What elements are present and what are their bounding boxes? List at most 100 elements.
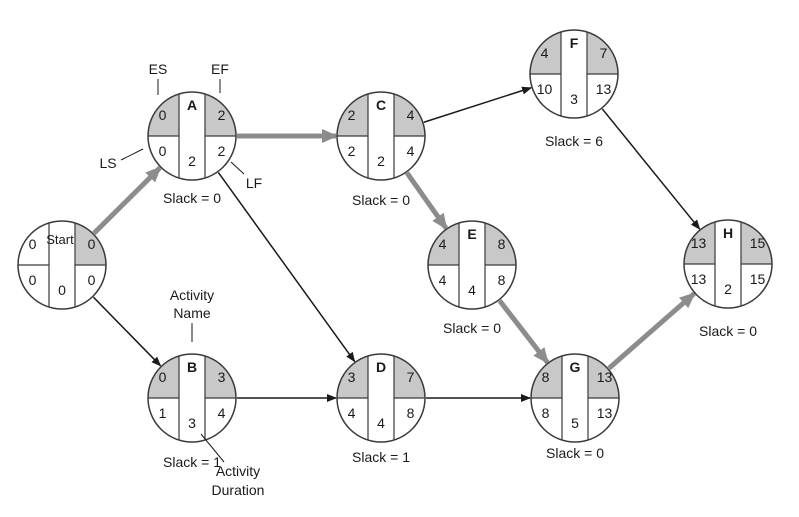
ls-value: 2 <box>348 143 356 159</box>
lf-value: 13 <box>597 405 613 421</box>
activity-name: G <box>570 359 581 375</box>
lf-value: 4 <box>407 143 415 159</box>
lf-value: 2 <box>218 143 226 159</box>
node-outline <box>427 220 517 310</box>
node-dividers <box>684 220 772 308</box>
ef-value: 7 <box>407 369 415 385</box>
ls-value: 4 <box>439 272 447 288</box>
duration-value: 5 <box>571 415 579 431</box>
legend-activity-duration-line <box>200 433 225 463</box>
ef-value: 15 <box>750 235 766 251</box>
lf-value: 8 <box>407 405 415 421</box>
ef-value: 4 <box>407 107 415 123</box>
duration-value: 4 <box>377 415 385 431</box>
ef-value: 0 <box>88 236 96 252</box>
slack-label: Slack = 0 <box>699 323 757 339</box>
legend: ES EF LS LF Activity Name Activity Durat… <box>99 61 264 498</box>
node-outline <box>147 91 237 181</box>
duration-value: 2 <box>377 153 385 169</box>
node-dividers <box>148 354 236 442</box>
es-value: 4 <box>439 236 447 252</box>
legend-activity-name-label-line1: Activity <box>170 287 214 303</box>
es-value: 0 <box>159 369 167 385</box>
lf-value: 4 <box>218 405 226 421</box>
lf-value: 8 <box>498 272 506 288</box>
duration-value: 0 <box>58 282 66 298</box>
ls-value: 1 <box>159 405 167 421</box>
slack-label: Slack = 0 <box>546 445 604 461</box>
legend-activity-duration-label-line1: Activity <box>216 463 260 479</box>
edge-f-to-h <box>601 108 701 230</box>
node-c: 2 4 2 4 2 C Slack = 0 <box>336 91 426 208</box>
es-value: 3 <box>348 369 356 385</box>
node-d: 3 7 4 8 4 D Slack = 1 <box>336 353 426 465</box>
activity-name: Start <box>46 232 74 247</box>
node-dividers <box>530 30 618 118</box>
legend-es-label: ES <box>149 61 168 77</box>
node-f: 4 7 10 13 3 F Slack = 6 <box>529 29 619 149</box>
edge-e-to-g <box>497 299 550 365</box>
legend-ef-label: EF <box>211 61 229 77</box>
legend-ls-line <box>120 148 144 161</box>
ls-value: 13 <box>691 271 707 287</box>
legend-activity-duration-label-line2: Duration <box>212 482 265 498</box>
legend-lf-line <box>230 161 245 175</box>
ls-value: 0 <box>29 272 37 288</box>
lf-value: 0 <box>88 272 96 288</box>
lf-value: 13 <box>596 81 612 97</box>
es-value: 4 <box>541 45 549 61</box>
activity-name: B <box>187 359 197 375</box>
activity-name: E <box>467 226 476 242</box>
ef-value: 13 <box>597 369 613 385</box>
ls-value: 10 <box>537 81 553 97</box>
node-dividers <box>428 221 516 309</box>
node-outline <box>147 353 237 443</box>
legend-activity-name-label-line2: Name <box>173 305 211 321</box>
node-outline <box>336 91 426 181</box>
node-dividers <box>337 92 425 180</box>
legend-lf-label: LF <box>246 175 262 191</box>
edge-start-to-a <box>92 165 162 236</box>
duration-value: 3 <box>188 415 196 431</box>
activity-name: C <box>376 97 386 113</box>
node-outline <box>17 220 107 310</box>
edge-g-to-h <box>607 291 696 371</box>
node-outline <box>529 29 619 119</box>
es-value: 13 <box>691 235 707 251</box>
ef-value: 7 <box>600 45 608 61</box>
edges-layer <box>92 86 701 402</box>
legend-ls-label: LS <box>99 155 116 171</box>
activity-name: D <box>376 359 386 375</box>
slack-label: Slack = 0 <box>443 320 501 336</box>
slack-label: Slack = 0 <box>163 190 221 206</box>
lf-value: 15 <box>750 271 766 287</box>
edge-start-to-b <box>92 296 162 367</box>
activity-name: F <box>570 35 579 51</box>
edge-a-to-d <box>217 172 356 363</box>
duration-value: 3 <box>570 91 578 107</box>
node-start: 0 0 0 0 0 Start <box>17 220 107 310</box>
slack-label: Slack = 0 <box>352 192 410 208</box>
es-value: 8 <box>542 369 550 385</box>
node-dividers <box>18 221 106 309</box>
duration-value: 2 <box>188 153 196 169</box>
node-g: 8 13 8 13 5 G Slack = 0 <box>530 353 620 461</box>
es-value: 0 <box>29 236 37 252</box>
slack-label: Slack = 6 <box>545 133 603 149</box>
node-dividers <box>148 92 236 180</box>
ef-value: 8 <box>498 236 506 252</box>
activity-name: A <box>187 97 197 113</box>
ls-value: 4 <box>348 405 356 421</box>
ls-value: 8 <box>542 405 550 421</box>
es-value: 2 <box>348 107 356 123</box>
slack-label: Slack = 1 <box>163 454 221 470</box>
node-outline <box>530 353 620 443</box>
slack-label: Slack = 1 <box>352 449 410 465</box>
duration-value: 2 <box>724 281 732 297</box>
node-outline <box>683 219 773 309</box>
